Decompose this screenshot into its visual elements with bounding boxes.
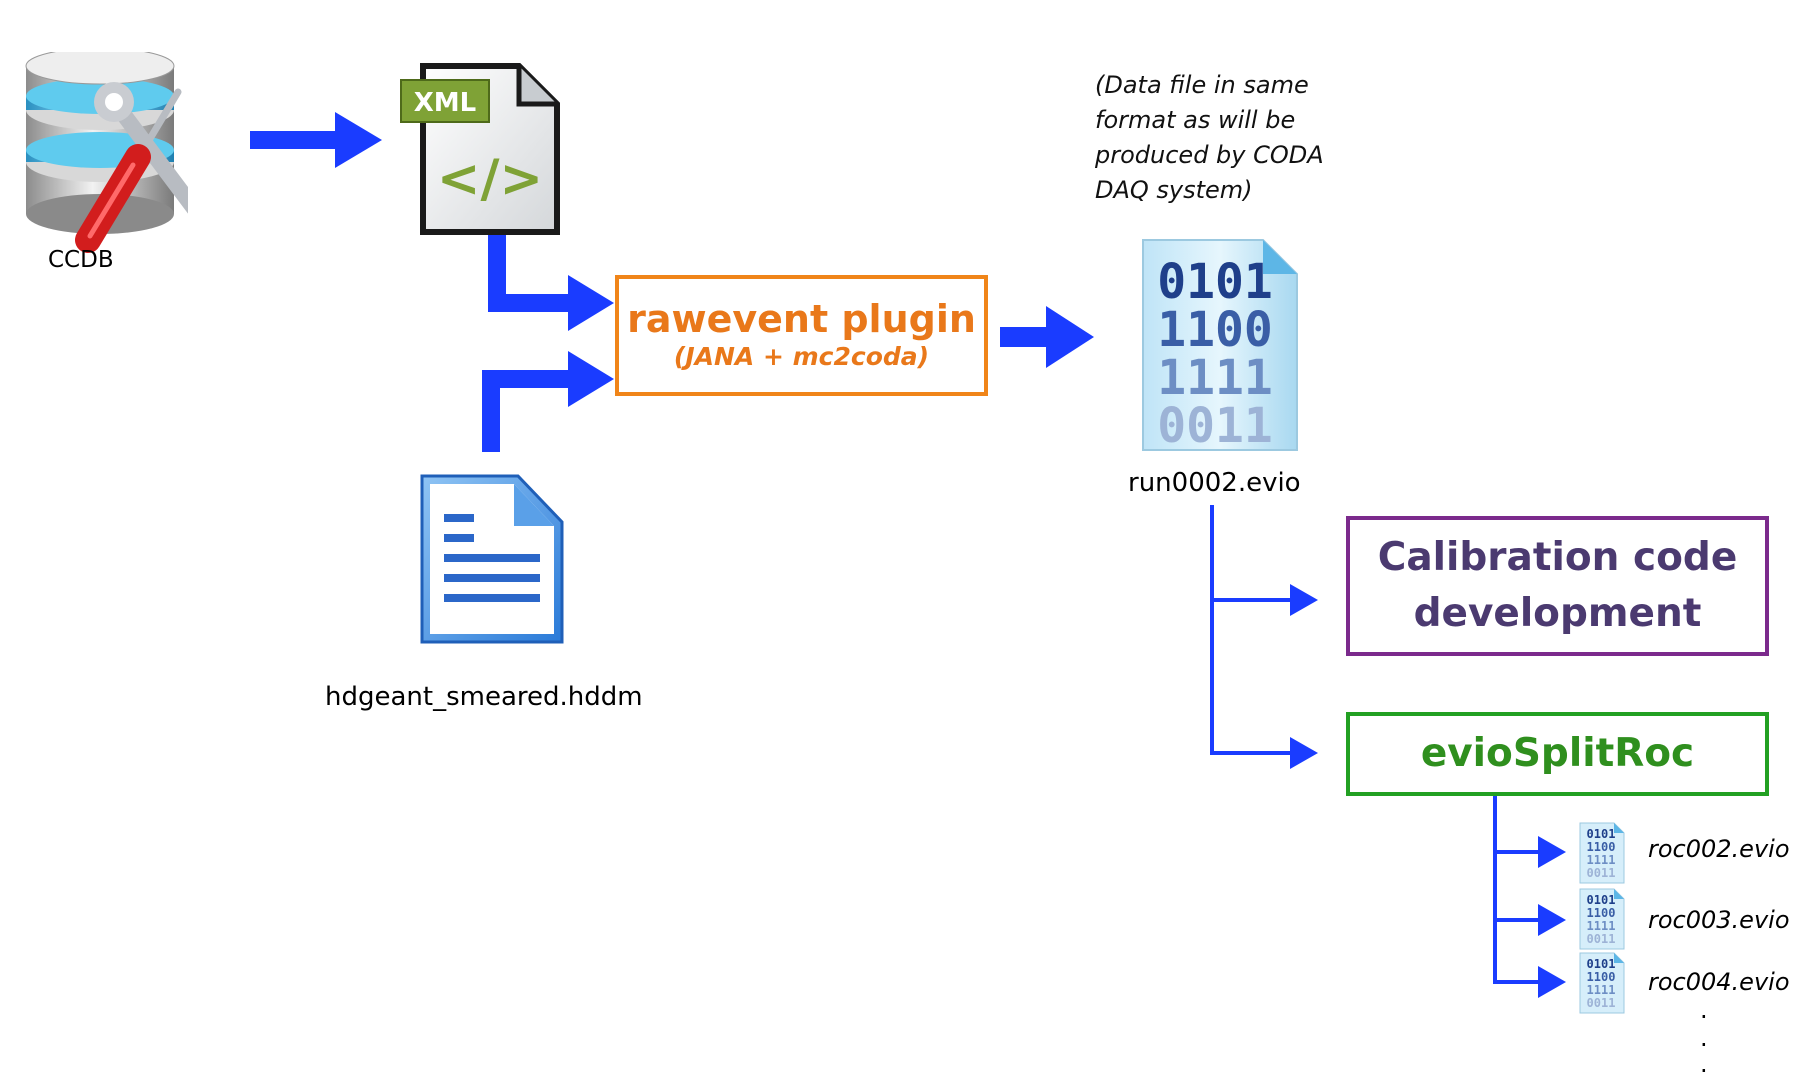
- note-line: produced by CODA: [1095, 141, 1324, 169]
- binary-row: 0011: [1157, 398, 1273, 454]
- svg-text:0011: 0011: [1587, 866, 1616, 880]
- binary-row: 0101: [1157, 254, 1273, 310]
- arrow-split-to-roc: [1493, 796, 1566, 998]
- plugin-subtitle: (JANA + mc2coda): [673, 342, 930, 371]
- svg-text:0011: 0011: [1587, 996, 1616, 1010]
- code-symbol: </>: [437, 149, 543, 209]
- calibration-line: Calibration code: [1377, 535, 1738, 580]
- binary-row: 1100: [1157, 302, 1273, 358]
- svg-text:0011: 0011: [1587, 932, 1616, 946]
- hddm-document-icon: [408, 470, 568, 650]
- evio-binary-file-icon: 0101 1100 1111 0011: [1135, 236, 1305, 456]
- roc-file-icon: 0101 1100 1111 0011: [1578, 822, 1626, 889]
- ellipsis-dot: .: [1700, 1024, 1708, 1052]
- arrow-plugin-to-run: [1000, 306, 1094, 368]
- binary-row: 1111: [1157, 350, 1273, 406]
- plugin-title: rawevent plugin: [627, 297, 976, 341]
- eviosplitroc-box: evioSplitRoc: [1346, 712, 1769, 796]
- calibration-box: Calibration code development: [1346, 516, 1769, 656]
- hddm-file-label: hdgeant_smeared.hddm: [325, 682, 643, 712]
- data-format-note: (Data file in same format as will be pro…: [1095, 68, 1355, 208]
- calibration-line: development: [1413, 591, 1702, 636]
- svg-text:1111: 1111: [1587, 983, 1616, 997]
- arrow-hddm-to-plugin: [482, 351, 614, 452]
- ccdb-label: CCDB: [48, 247, 114, 273]
- ccdb-database-icon: [18, 47, 216, 262]
- svg-text:1111: 1111: [1587, 919, 1616, 933]
- xml-file-icon: XML </>: [395, 56, 565, 236]
- ellipsis-dot: .: [1700, 996, 1708, 1024]
- ellipsis-dot: .: [1700, 1050, 1708, 1078]
- roc-file-label: roc003.evio: [1648, 906, 1790, 934]
- xml-badge-text: XML: [414, 88, 477, 118]
- roc-file-label: roc004.evio: [1648, 968, 1790, 996]
- rawevent-plugin-box: rawevent plugin (JANA + mc2coda): [615, 275, 988, 396]
- note-line: (Data file in same: [1095, 71, 1309, 99]
- arrow-ccdb-to-xml: [250, 112, 382, 168]
- svg-text:0101: 0101: [1587, 893, 1616, 907]
- roc-file-icon: 0101 1100 1111 0011: [1578, 952, 1626, 1019]
- arrow-run-to-tools: [1210, 505, 1318, 769]
- screwdriver-icon: [75, 88, 182, 253]
- note-line: format as will be: [1095, 106, 1296, 134]
- note-line: DAQ system): [1095, 176, 1253, 204]
- svg-text:1111: 1111: [1587, 853, 1616, 867]
- roc-file-icon: 0101 1100 1111 0011: [1578, 888, 1626, 955]
- roc-file-label: roc002.evio: [1648, 835, 1790, 863]
- svg-text:1100: 1100: [1587, 906, 1616, 920]
- split-title: evioSplitRoc: [1420, 731, 1695, 776]
- arrow-xml-to-plugin: [488, 232, 614, 331]
- svg-text:0101: 0101: [1587, 827, 1616, 841]
- svg-text:1100: 1100: [1587, 840, 1616, 854]
- svg-text:1100: 1100: [1587, 970, 1616, 984]
- svg-text:0101: 0101: [1587, 957, 1616, 971]
- run-file-label: run0002.evio: [1128, 468, 1301, 498]
